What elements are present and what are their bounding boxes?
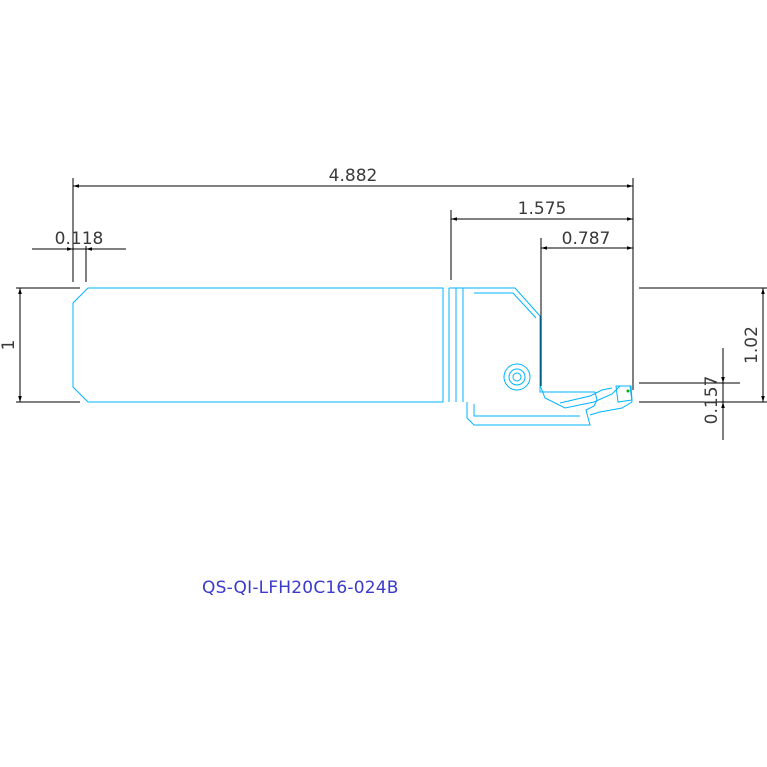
- dimension-texts: 4.882 1.575 0.787 0.118 1 1.02 0.157: [0, 166, 762, 424]
- dim-chamfer: 0.118: [55, 229, 104, 249]
- part-number-label: QS-QI-LFH20C16-024B: [202, 578, 399, 598]
- insert-tip: [615, 385, 633, 403]
- clamp-screw-core: [512, 372, 522, 382]
- dim-overall-length: 4.882: [329, 166, 378, 186]
- head-lower-line: [473, 404, 580, 417]
- dim-shank-height: 1: [0, 340, 19, 351]
- dim-cut-depth: 0.157: [702, 376, 722, 425]
- clamp-screw: [503, 363, 531, 391]
- insert-marker: [626, 389, 630, 393]
- tool-outline: [72, 287, 633, 426]
- insert-inner: [559, 387, 613, 404]
- dim-insert-reach: 0.787: [562, 229, 611, 249]
- head-inner-line: [474, 292, 537, 319]
- dimension-lines: [16, 178, 767, 440]
- dim-head-length: 1.575: [518, 199, 567, 219]
- head-outline: [449, 287, 598, 426]
- shank-outline: [72, 287, 444, 403]
- dim-overall-height: 1.02: [742, 326, 762, 364]
- clamp-screw-inner: [508, 368, 526, 386]
